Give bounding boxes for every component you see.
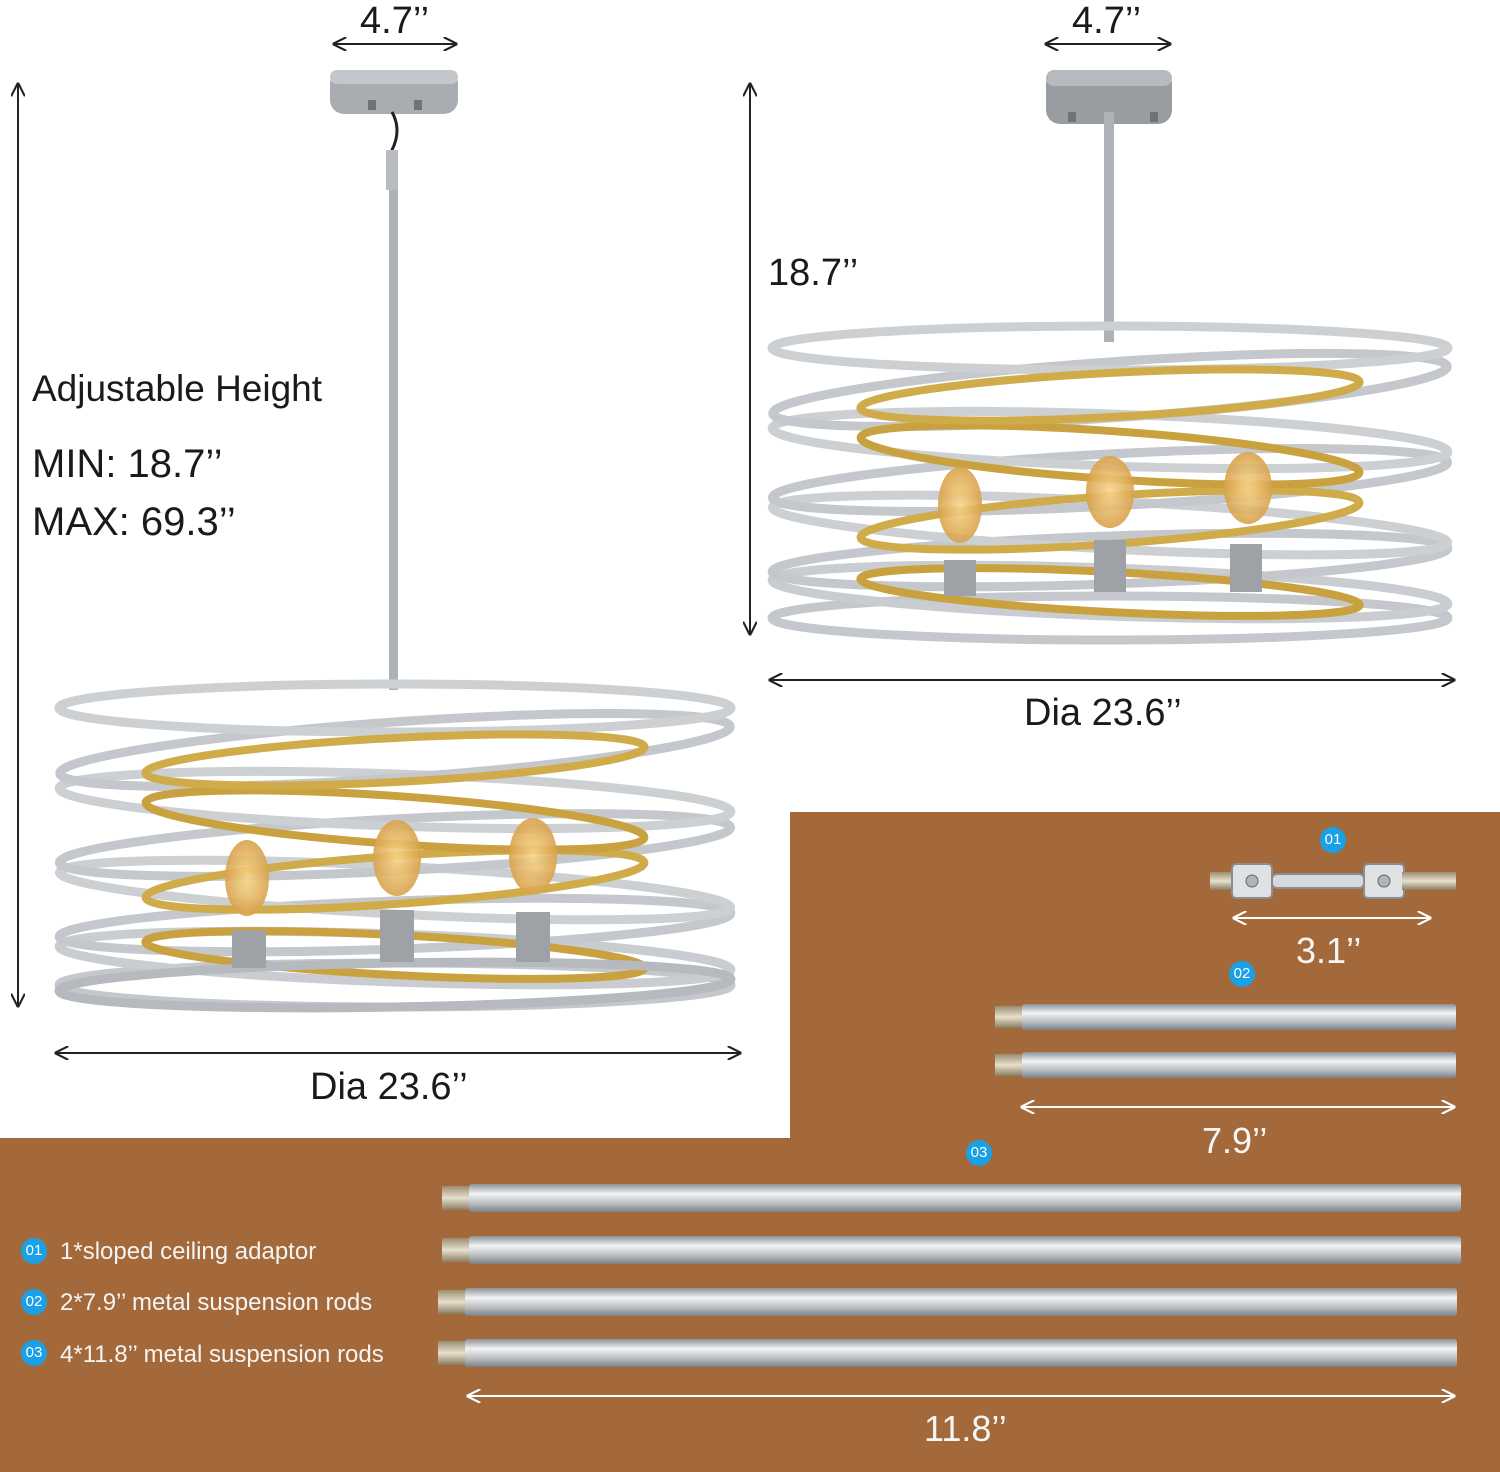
canopy-width-right: 4.7’’ bbox=[1072, 0, 1142, 42]
legend-badge-01: 01 bbox=[21, 1238, 47, 1264]
legend-item-short-rods: 2*7.9’’ metal suspension rods bbox=[60, 1289, 373, 1316]
dimension-arrows bbox=[18, 44, 1454, 1053]
legend-badge-03: 03 bbox=[21, 1340, 47, 1366]
rods-7-9 bbox=[995, 1004, 1456, 1078]
sloped-ceiling-adaptor bbox=[1210, 863, 1456, 899]
canopy-width-left: 4.7’’ bbox=[360, 0, 430, 42]
accessory-arrows bbox=[468, 918, 1454, 1396]
adaptor-length: 3.1’’ bbox=[1296, 930, 1362, 971]
min-height-label: MIN: 18.7’’ bbox=[32, 442, 223, 486]
short-rod-length: 7.9’’ bbox=[1202, 1120, 1268, 1161]
adjustable-height-title: Adjustable Height bbox=[32, 368, 323, 409]
diameter-left: Dia 23.6’’ bbox=[310, 1066, 468, 1108]
part-badge-03: 03 bbox=[966, 1140, 992, 1166]
rods-11-8 bbox=[438, 1184, 1461, 1367]
pendant-fixture-left bbox=[54, 70, 736, 1013]
legend-badge-02: 02 bbox=[21, 1289, 47, 1315]
max-height-label: MAX: 69.3’’ bbox=[32, 500, 236, 544]
part-badge-02: 02 bbox=[1229, 961, 1255, 987]
legend-item-long-rods: 4*11.8’’ metal suspension rods bbox=[60, 1341, 384, 1368]
min-height-right: 18.7’’ bbox=[768, 252, 859, 294]
diameter-right: Dia 23.6’’ bbox=[1024, 692, 1182, 734]
long-rod-length: 11.8’’ bbox=[924, 1408, 1007, 1449]
legend-item-adaptor: 1*sloped ceiling adaptor bbox=[60, 1238, 317, 1265]
part-badge-01: 01 bbox=[1320, 827, 1346, 853]
flush-fixture-right bbox=[767, 70, 1453, 645]
